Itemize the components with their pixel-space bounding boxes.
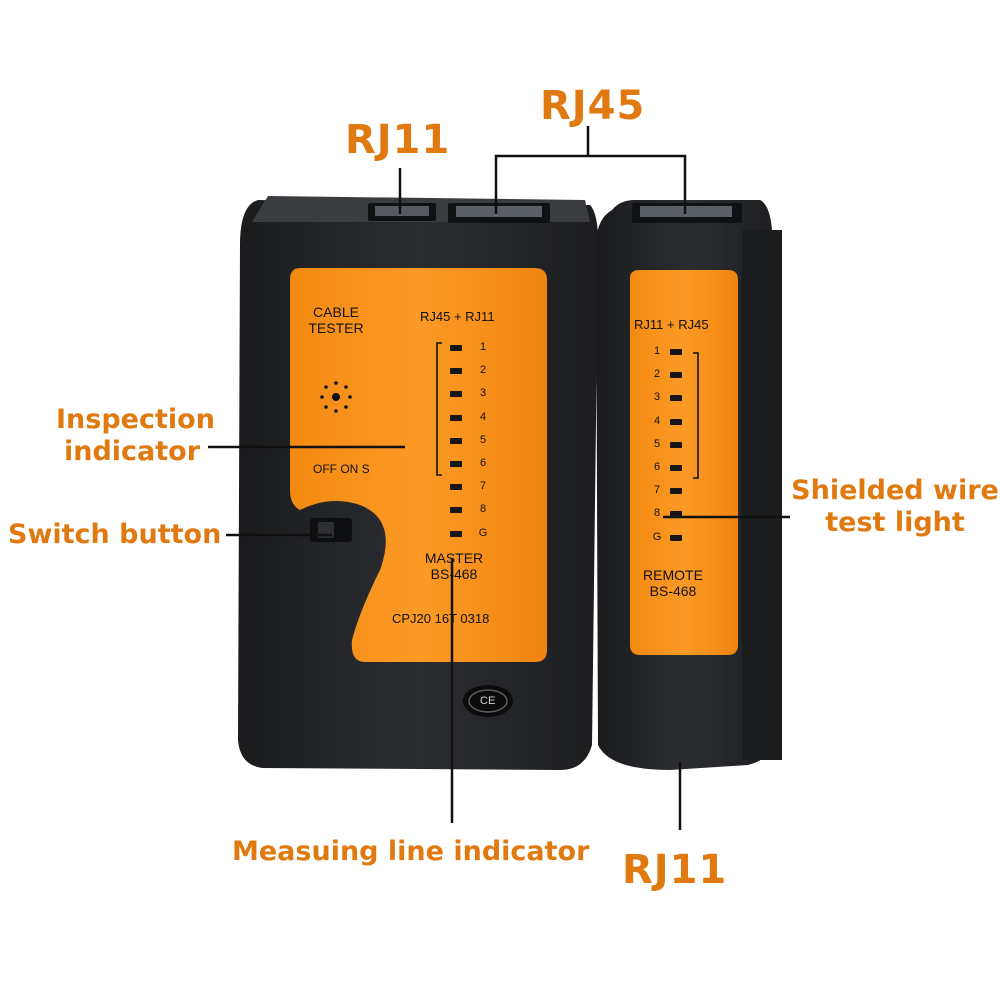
master-led-7 bbox=[450, 484, 462, 491]
master-led-8 bbox=[450, 507, 462, 514]
master-led-label-4: 4 bbox=[479, 410, 487, 423]
master-switch-label: OFF ON S bbox=[313, 462, 370, 476]
remote-led-3 bbox=[670, 395, 682, 402]
switch-button-callout: Switch button bbox=[8, 519, 222, 550]
remote-led-7 bbox=[670, 488, 682, 495]
sun-icon bbox=[320, 381, 352, 413]
master-model-line2: BS-468 bbox=[430, 566, 478, 583]
master-title: CABLE TESTER bbox=[300, 304, 372, 336]
rj45-port-icon bbox=[448, 203, 550, 223]
rj11-port-icon bbox=[368, 203, 436, 221]
master-led-label-8: 8 bbox=[479, 503, 487, 516]
rj11-top-callout: RJ11 bbox=[345, 117, 451, 163]
remote-led-8 bbox=[670, 511, 682, 518]
remote-led-label-6: 6 bbox=[653, 461, 661, 473]
master-led-label-3: 3 bbox=[479, 387, 487, 400]
shielded-callout-line2: test light bbox=[825, 507, 965, 539]
master-led-label-5: 5 bbox=[479, 433, 487, 446]
master-led-6 bbox=[450, 461, 462, 467]
inspection-callout-line1: Inspection bbox=[56, 404, 215, 435]
rj45-top-callout: RJ45 bbox=[540, 83, 646, 129]
remote-led-g bbox=[670, 534, 682, 541]
rj45-port-icon bbox=[632, 203, 742, 223]
remote-led-2 bbox=[670, 372, 682, 379]
master-led-1 bbox=[450, 345, 462, 351]
master-led-5 bbox=[450, 437, 462, 444]
master-led-g bbox=[450, 530, 462, 537]
remote-model-line2: BS-468 bbox=[649, 583, 697, 600]
callout-lines bbox=[208, 126, 790, 830]
remote-led-5 bbox=[670, 441, 682, 448]
remote-led-1 bbox=[670, 349, 682, 355]
remote-led-label-5: 5 bbox=[653, 437, 661, 450]
remote-model: REMOTE BS-468 bbox=[633, 567, 713, 599]
master-led-label-g: G bbox=[478, 526, 488, 539]
master-serial: CPJ20 16T 0318 bbox=[392, 611, 490, 626]
remote-panel bbox=[630, 270, 738, 655]
master-led-2 bbox=[450, 368, 462, 375]
remote-led-label-3: 3 bbox=[653, 391, 661, 404]
master-model-line1: MASTER bbox=[424, 550, 484, 566]
remote-model-line1: REMOTE bbox=[643, 567, 703, 583]
remote-ports-label: RJ11 + RJ45 bbox=[634, 317, 709, 332]
remote-unit bbox=[596, 200, 782, 770]
inspection-callout-line2: indicator bbox=[63, 436, 201, 468]
remote-led-4 bbox=[670, 418, 682, 425]
remote-led-label-4: 4 bbox=[653, 414, 661, 427]
remote-led-6 bbox=[670, 465, 682, 471]
shielded-callout-line1: Shielded wire bbox=[791, 475, 999, 506]
shielded-wire-callout: Shielded wire test light bbox=[790, 475, 1000, 540]
master-led-label-6: 6 bbox=[479, 457, 487, 469]
master-panel bbox=[290, 268, 547, 662]
master-model: MASTER BS-468 bbox=[412, 550, 496, 582]
rj11-bottom-callout: RJ11 bbox=[622, 847, 728, 893]
master-ports-label: RJ45 + RJ11 bbox=[420, 309, 495, 324]
master-title-line1: CABLE bbox=[313, 304, 359, 320]
master-title-line2: TESTER bbox=[308, 320, 364, 337]
remote-led-label-7: 7 bbox=[653, 484, 661, 497]
measuring-line-callout: Measuing line indicator bbox=[232, 836, 590, 867]
master-led-3 bbox=[450, 391, 462, 398]
master-ce-text: CE bbox=[480, 695, 496, 707]
master-led-4 bbox=[450, 414, 462, 421]
slide-switch-icon bbox=[310, 518, 352, 542]
inspection-indicator-callout: Inspection indicator bbox=[56, 404, 215, 469]
master-led-label-2: 2 bbox=[479, 364, 487, 377]
remote-led-label-g: G bbox=[652, 530, 662, 543]
remote-led-label-8: 8 bbox=[653, 507, 661, 520]
remote-led-label-2: 2 bbox=[653, 368, 661, 381]
ce-mark-icon bbox=[463, 685, 513, 717]
remote-led-label-1: 1 bbox=[653, 345, 661, 357]
master-unit bbox=[238, 196, 599, 770]
master-led-label-1: 1 bbox=[479, 341, 487, 353]
master-led-label-7: 7 bbox=[479, 480, 487, 493]
